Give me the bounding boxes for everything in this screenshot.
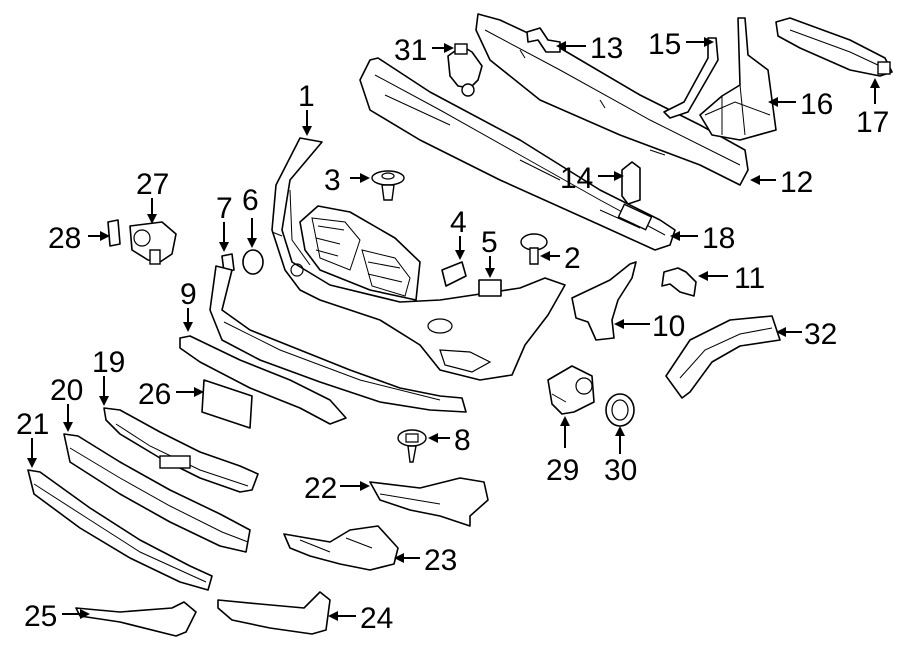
callout-19: 19: [92, 346, 125, 379]
callout-15: 15: [648, 28, 681, 61]
part-32-wheel-arch-trim: [665, 315, 781, 399]
callout-12: 12: [780, 166, 813, 199]
part-17-side-bracket: [775, 17, 893, 77]
callout-2: 2: [564, 242, 581, 275]
callout-29: 29: [546, 454, 579, 487]
callout-7: 7: [216, 192, 233, 225]
callout-11: 11: [734, 262, 765, 295]
callout-10: 10: [652, 310, 685, 343]
part-26-plate: [201, 379, 253, 429]
part-27-sensor: [129, 221, 177, 265]
part-23-fog-bezel: [283, 525, 399, 571]
part-3-fastener: [371, 170, 405, 201]
callout-23: 23: [424, 544, 457, 577]
callout-16: 16: [800, 88, 833, 121]
part-30-sensor-ring: [605, 393, 635, 427]
part-6-plug: [242, 249, 264, 275]
part-18-energy-absorber: [359, 57, 676, 251]
callout-9: 9: [180, 278, 197, 311]
part-14-clip: [621, 161, 641, 205]
callout-26: 26: [138, 378, 171, 411]
callout-30: 30: [604, 454, 637, 487]
callout-28: 28: [48, 222, 81, 255]
part-5-pad: [478, 279, 502, 297]
part-8-screw: [397, 429, 427, 463]
part-13-bracket: [526, 27, 561, 53]
callout-20: 20: [50, 374, 83, 407]
callout-6: 6: [242, 184, 259, 217]
callout-4: 4: [450, 206, 467, 239]
part-1-bumper-cover: [271, 137, 566, 381]
callout-labels: 1 2 3 4 5 6 7 8 9 10 11 12 13 14 15 16 1…: [16, 28, 889, 635]
callout-22: 22: [304, 472, 337, 505]
part-31-module: [447, 43, 483, 97]
callout-3: 3: [324, 164, 341, 197]
callout-13: 13: [590, 32, 623, 65]
part-9-spoiler: [179, 335, 347, 425]
part-21-lower-grille: [27, 469, 213, 591]
part-12-bumper-reinforcement: [475, 13, 749, 186]
callout-18: 18: [702, 222, 735, 255]
callout-14: 14: [560, 162, 593, 195]
part-10-side-bracket: [571, 261, 637, 341]
part-22-bracket: [369, 477, 489, 527]
part-11-clip: [661, 267, 697, 297]
callout-17: 17: [856, 106, 889, 139]
part-20-grille: [63, 433, 251, 553]
part-9-lower-trim: [209, 265, 467, 413]
callout-32: 32: [804, 318, 837, 351]
callout-arrows: [27, 37, 880, 621]
callout-8: 8: [454, 424, 471, 457]
part-19-grille: [103, 407, 259, 493]
part-24-bezel: [217, 591, 331, 635]
callout-31: 31: [394, 34, 427, 67]
part-2-bolt: [520, 233, 548, 265]
part-16-mount-bracket: [699, 17, 777, 141]
callout-5: 5: [481, 226, 498, 259]
callout-24: 24: [360, 602, 393, 635]
part-4-pad: [441, 261, 467, 287]
callout-1: 1: [298, 80, 315, 113]
callout-21: 21: [16, 408, 49, 441]
callout-27: 27: [136, 168, 169, 201]
part-28-ring: [107, 219, 121, 247]
part-25-trim: [75, 601, 197, 637]
callout-25: 25: [24, 600, 57, 633]
part-29-parking-sensor: [547, 365, 595, 415]
